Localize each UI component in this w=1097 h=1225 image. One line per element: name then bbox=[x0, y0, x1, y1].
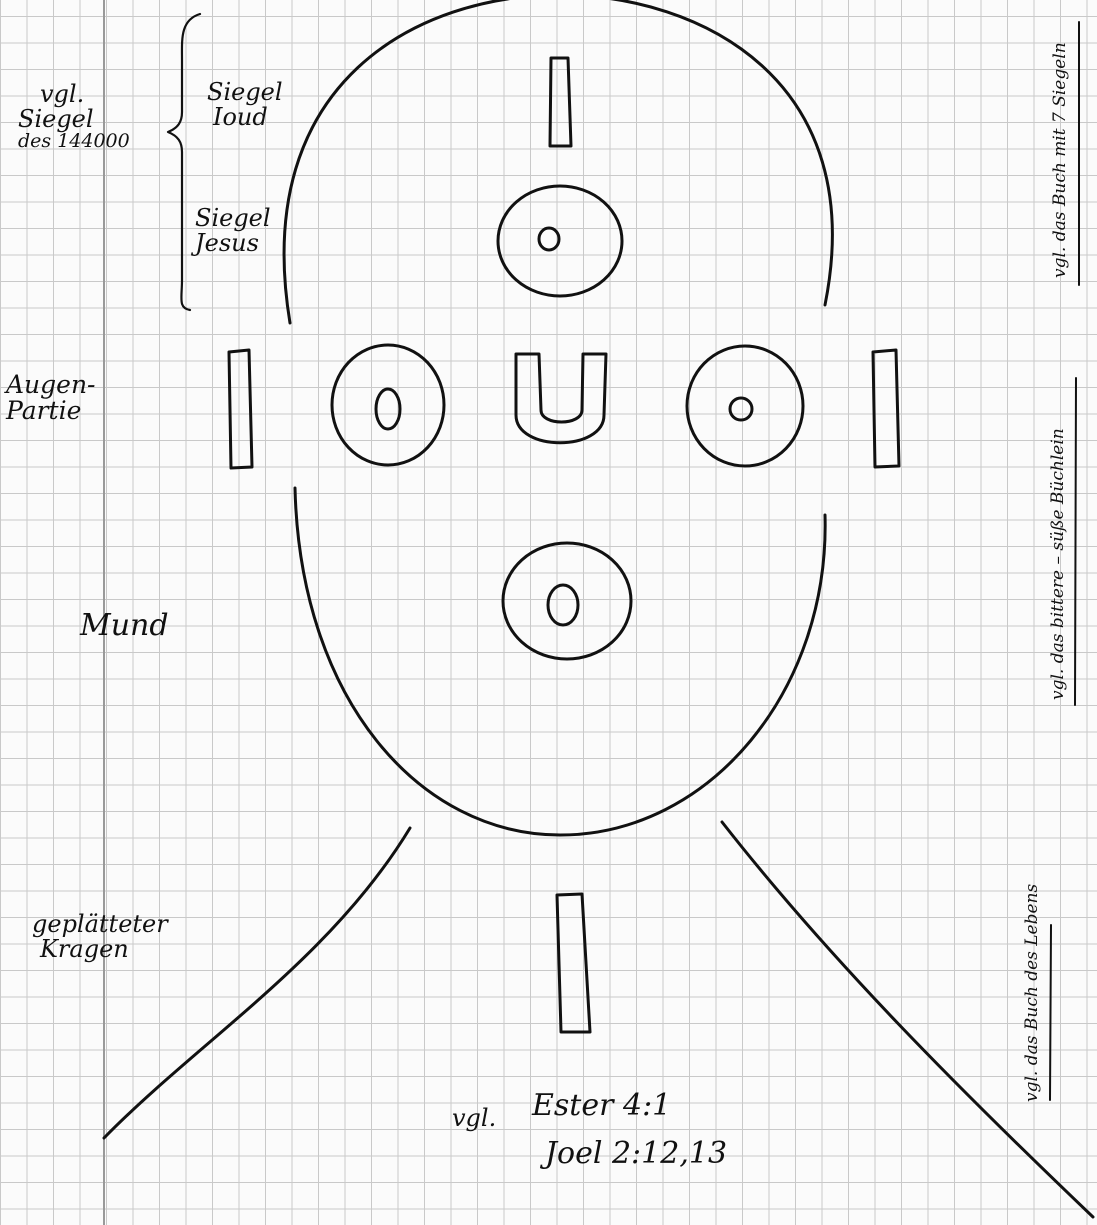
left-eye-outer bbox=[332, 345, 444, 465]
note-siegel-jesus-line1: Siegel bbox=[195, 206, 271, 231]
note-kragen-line2: Kragen bbox=[32, 937, 168, 962]
left-side-bar bbox=[229, 350, 252, 468]
note-vgl-prefix: vgl. bbox=[452, 1106, 496, 1131]
note-vgl-siegel-line1: vgl. bbox=[18, 82, 130, 107]
note-bittere-buechlein: vgl. das bittere – süße Büchlein bbox=[1048, 428, 1068, 700]
note-siegel-ioud-line2: Ioud bbox=[207, 105, 283, 130]
note-siegel-jesus-line2: Jesus bbox=[195, 231, 271, 256]
note-buch-leben: vgl. das Buch des Lebens bbox=[1022, 884, 1042, 1102]
collar-left-line bbox=[104, 828, 410, 1138]
mouth-seal-outer bbox=[503, 543, 631, 659]
collar-bar bbox=[557, 894, 590, 1032]
note-siegel-ioud: Siegel Ioud bbox=[207, 80, 283, 130]
upper-seal-inner bbox=[539, 228, 559, 250]
mouth-seal-inner bbox=[548, 585, 578, 625]
note-augen-partie-line1: Augen- bbox=[6, 372, 96, 398]
forehead-bar bbox=[550, 58, 571, 146]
right-eye-inner bbox=[730, 398, 752, 420]
left-eye-inner bbox=[376, 389, 400, 429]
note-kragen-line1: geplätteter bbox=[32, 912, 168, 937]
right-side-bar bbox=[873, 350, 899, 467]
note-ester-reference: Ester 4:1 bbox=[532, 1090, 671, 1122]
note-joel-reference: Joel 2:12,13 bbox=[545, 1138, 727, 1170]
note-siegel-ioud-line1: Siegel bbox=[207, 80, 283, 105]
notes-brace bbox=[168, 14, 200, 310]
head-top-outline bbox=[284, 0, 832, 323]
note-vgl-siegel-line2: Siegel bbox=[18, 107, 130, 132]
note-augen-partie: Augen- Partie bbox=[6, 372, 96, 425]
note-augen-partie-line2: Partie bbox=[6, 398, 96, 424]
head-jaw-outline bbox=[295, 488, 825, 835]
note-kragen: geplätteter Kragen bbox=[32, 912, 168, 962]
note-buch-siegel: vgl. das Buch mit 7 Siegeln bbox=[1050, 42, 1070, 278]
note-siegel-jesus: Siegel Jesus bbox=[195, 206, 271, 256]
note-vgl-siegel-line3: des 144000 bbox=[18, 132, 130, 152]
right-eye-outer bbox=[687, 346, 803, 466]
note-mund: Mund bbox=[80, 610, 169, 642]
nose-u-shape bbox=[516, 354, 606, 443]
right-rule-3 bbox=[1050, 925, 1051, 1100]
note-vgl-siegel: vgl. Siegel des 144000 bbox=[18, 82, 130, 152]
right-rule-2 bbox=[1075, 378, 1076, 705]
